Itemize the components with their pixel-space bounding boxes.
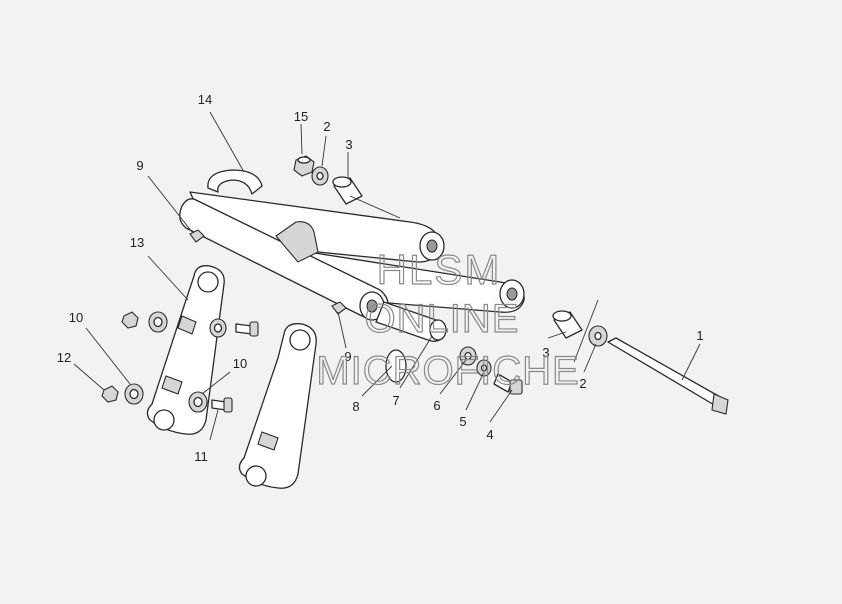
- washer-10-upper: [148, 311, 168, 333]
- bolt-right-upper: [235, 321, 259, 337]
- watermark-line-2: ONLINE: [365, 297, 520, 341]
- nut-left-upper: [121, 311, 139, 329]
- callout-15: 15: [294, 109, 308, 124]
- callout-7: 7: [392, 393, 399, 408]
- callout-2-lower: 2: [579, 376, 586, 391]
- callout-13: 13: [130, 235, 144, 250]
- leader-lines: [73, 111, 701, 441]
- callout-9-upper: 9: [136, 158, 143, 173]
- bushing-sleeve: [375, 301, 447, 342]
- washer-right-upper: [209, 318, 227, 338]
- callout-3-upper: 3: [345, 137, 352, 152]
- spacer-3-upper: [332, 176, 363, 205]
- callout-4: 4: [486, 427, 493, 442]
- pivot-bolt: [607, 337, 729, 415]
- callout-11: 11: [194, 449, 208, 464]
- washer-10-lower: [188, 391, 208, 413]
- callout-10-upper: 10: [69, 310, 83, 325]
- swing-arm: [179, 169, 525, 321]
- nut-12: [101, 385, 119, 403]
- callout-8: 8: [352, 399, 359, 414]
- washer-5: [476, 359, 492, 377]
- callout-1: 1: [696, 328, 703, 343]
- callout-10-lower: 10: [233, 356, 247, 371]
- callout-9-lower: 9: [344, 349, 351, 364]
- callout-2-upper: 2: [323, 119, 330, 134]
- washer-2-upper: [311, 166, 329, 186]
- washer-10-lower-left: [124, 383, 144, 405]
- callout-5: 5: [459, 414, 466, 429]
- watermark: HLSM ONLINE MICROFICHE: [316, 245, 580, 393]
- bolt-11: [211, 397, 233, 413]
- callouts: 14 15 2 3 9 13 10 12 11 10 9 8 7 6 5 4 3…: [57, 92, 704, 464]
- callout-3-lower: 3: [542, 345, 549, 360]
- grease-fitting: [493, 373, 523, 395]
- callout-6: 6: [433, 398, 440, 413]
- grease-zerk-9-lower: [331, 301, 347, 315]
- watermark-line-3: MICROFICHE: [316, 349, 579, 393]
- o-ring: [385, 349, 407, 383]
- nut-15: [293, 155, 315, 177]
- callout-12: 12: [57, 350, 71, 365]
- grease-zerk-9-upper: [189, 229, 205, 243]
- watermark-line-1: HLSM: [377, 246, 502, 293]
- washer-2-lower: [588, 325, 608, 347]
- callout-14: 14: [198, 92, 212, 107]
- linkage-right: [238, 323, 317, 489]
- washer-6: [459, 346, 477, 366]
- spacer-3-lower: [552, 310, 583, 339]
- linkage-13: [146, 265, 225, 435]
